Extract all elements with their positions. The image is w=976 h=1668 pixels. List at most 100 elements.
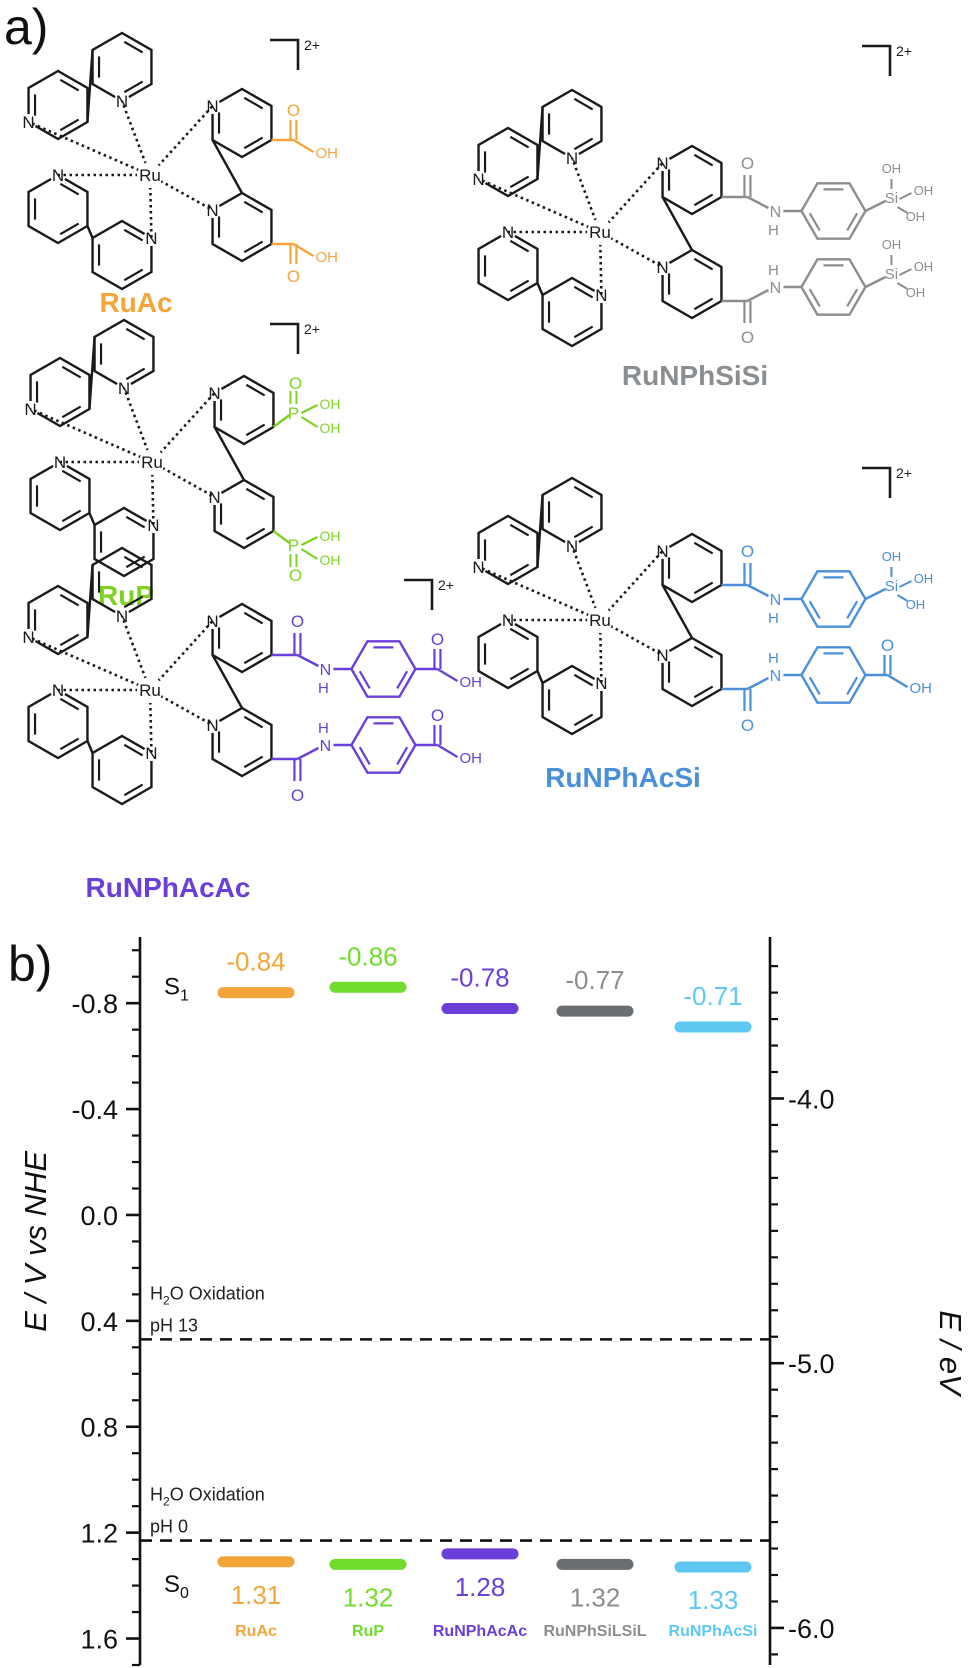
oxygen-atom: O <box>291 786 304 805</box>
ru-mask <box>137 677 163 703</box>
bpy-link <box>86 740 94 754</box>
nitrogen-atom: N <box>595 674 607 693</box>
anchor-bpy-link <box>661 196 694 251</box>
oxygen-atom: O <box>741 154 754 173</box>
phenyl-ring <box>800 570 867 628</box>
ru-mask <box>587 219 613 245</box>
acid-oh-bond <box>436 743 459 759</box>
n-atom-mask <box>593 675 610 691</box>
left-tick-label: -0.8 <box>71 989 118 1019</box>
anchor-pyridine-ring <box>661 248 723 320</box>
amide-hydrogen: H <box>768 610 779 627</box>
amide-cn-bond <box>746 676 770 691</box>
coordination-bond <box>149 620 214 691</box>
coordination-bond <box>570 157 602 233</box>
complex-runphsisi: NNNNNNRuONHSiOHOHOHONHSiOHOHOH2+RuNPhSiS… <box>470 43 934 391</box>
oxygen-atom: O <box>741 542 754 561</box>
energy-value-label: 1.32 <box>570 1582 621 1612</box>
energy-value-label: -0.84 <box>226 947 285 977</box>
anchor-pyridine-ring-double-bond <box>693 257 714 271</box>
coordination-bond <box>120 100 152 176</box>
si-bond <box>864 587 886 601</box>
amide-cn-bond <box>746 583 770 598</box>
hydroxyl-label: OH <box>882 161 902 176</box>
energy-diagram: b)-0.8-0.40.00.40.81.21.6E / V vs NHE-4.… <box>8 936 968 1667</box>
bpy-ring <box>477 230 539 302</box>
left-tick-label: -0.4 <box>71 1095 118 1125</box>
si-oh-bond <box>896 282 908 290</box>
bpy-ring <box>27 173 89 245</box>
bpy-ring-double-bond <box>59 182 80 196</box>
phosphorus-atom: P <box>288 404 299 423</box>
phenyl-ring-double-bond <box>846 676 859 696</box>
anchor-pyridine-ring <box>213 478 275 550</box>
bpy-ring <box>27 584 89 656</box>
coordination-bond <box>149 105 214 176</box>
bpy-link <box>86 564 94 638</box>
category-label: RuNPhAcAc <box>433 1623 527 1640</box>
oxygen-atom: O <box>289 374 302 393</box>
amide-hydrogen: H <box>768 222 779 239</box>
hydroxyl-label: OH <box>319 528 340 544</box>
nitrogen-atom: N <box>147 516 159 535</box>
n-atom-mask <box>654 543 671 559</box>
hydroxyl-label: OH <box>459 674 482 691</box>
n-atom-mask <box>654 647 671 663</box>
amide-cn-bond <box>746 288 770 303</box>
hydroxyl-label: OH <box>914 183 934 198</box>
category-label: RuP <box>352 1623 384 1640</box>
s0-label: S0 <box>164 1571 189 1602</box>
phenyl-ring <box>350 640 417 698</box>
bpy-link <box>536 670 544 684</box>
ruthenium-atom: Ru <box>141 453 163 472</box>
nitrogen-atom: N <box>656 258 668 277</box>
n-atom-mask <box>145 517 162 533</box>
coordination-bond <box>478 177 601 234</box>
hydroxyl-label: OH <box>315 145 338 162</box>
anchor-pyridine-ring-double-bond <box>693 153 714 167</box>
left-tick-label: 0.4 <box>80 1307 118 1337</box>
coordination-bond <box>599 162 664 233</box>
bpy-ring <box>541 276 603 348</box>
nitrogen-atom: N <box>145 744 157 763</box>
coordination-bond <box>598 619 603 684</box>
si-bond <box>864 275 886 289</box>
bpy-ring-double-bond <box>123 595 144 609</box>
acid-oh-bond <box>292 138 315 154</box>
acid-oh-bond <box>292 242 315 258</box>
bpy-ring <box>541 664 603 736</box>
nitrogen-atom: N <box>595 286 607 305</box>
silicon-atom: Si <box>885 578 898 595</box>
panel-a-label: a) <box>4 0 49 55</box>
amide-nitrogen: N <box>770 668 782 685</box>
energy-value-label: 1.31 <box>231 1580 282 1610</box>
bpy-ring <box>477 126 539 198</box>
p-oh-bond <box>300 416 319 428</box>
si-oh-bond <box>898 192 912 200</box>
energy-value-label: -0.86 <box>338 941 397 971</box>
phosphorus-atom: P <box>288 536 299 555</box>
bpy-ring-double-bond <box>509 523 530 537</box>
hydroxyl-label: OH <box>914 259 934 274</box>
anchor-pyridine-ring-double-bond <box>243 240 264 254</box>
right-tick-label: -6.0 <box>788 1614 835 1644</box>
bpy-ring <box>541 88 603 160</box>
p-oh-bond <box>300 404 318 414</box>
energy-value-label: -0.78 <box>450 962 509 992</box>
n-atom-mask <box>204 717 221 733</box>
anchor-pyridine-ring <box>661 144 723 216</box>
bpy-ring-double-bond <box>59 697 80 711</box>
charge-bracket <box>404 578 434 610</box>
bpy-link <box>88 336 96 410</box>
bpy-ring <box>27 69 89 141</box>
n-atom-mask <box>206 489 223 505</box>
charge-label: 2+ <box>304 37 320 53</box>
coordination-bond <box>122 387 154 463</box>
bpy-ring-double-bond <box>509 667 530 681</box>
nitrogen-atom: N <box>206 716 218 735</box>
phenyl-ring-double-bond <box>808 676 821 696</box>
bpy-ring <box>91 734 153 806</box>
hydroxyl-label: OH <box>319 420 340 436</box>
bpy-ring-double-bond <box>509 563 530 577</box>
bpy-ring-double-bond <box>573 325 594 339</box>
